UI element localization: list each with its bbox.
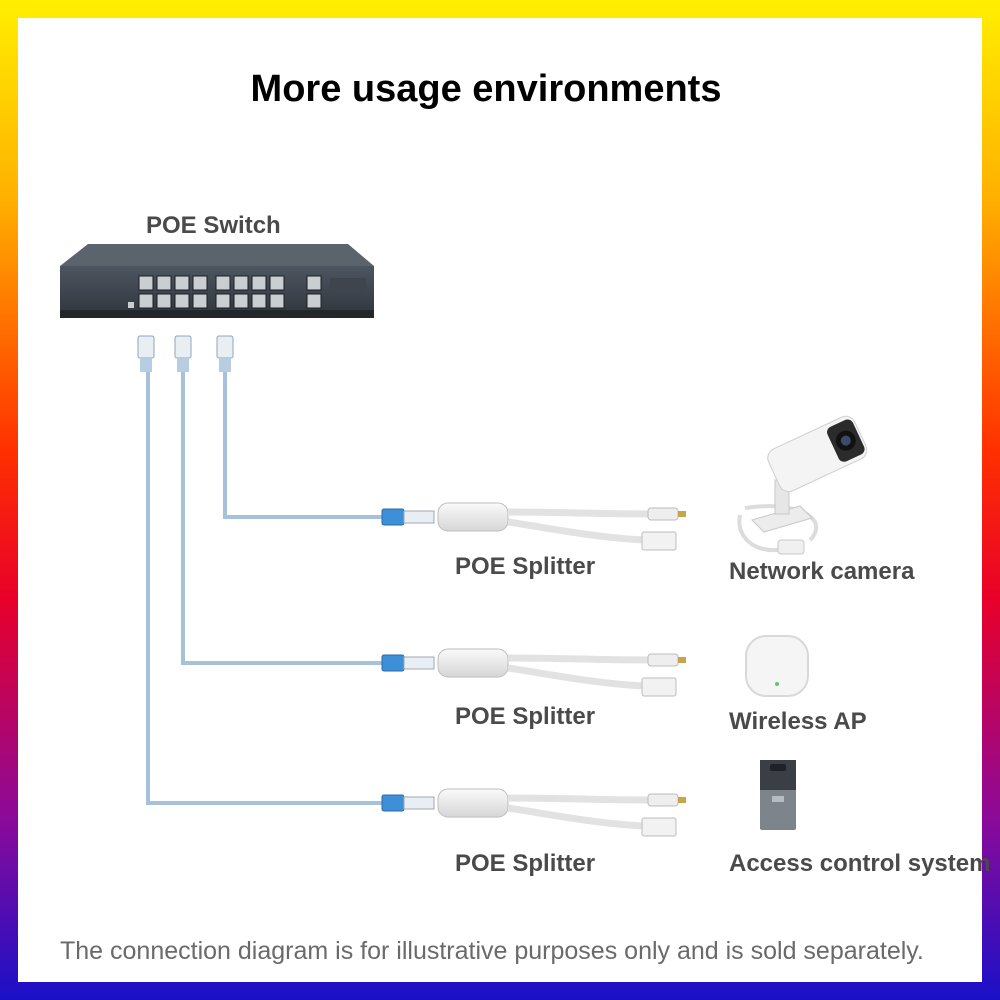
white-panel (18, 18, 982, 982)
splitter-label-2: POE Splitter (455, 703, 596, 730)
device-label-wireless-ap: Wireless AP (729, 708, 867, 735)
cable-1 (223, 370, 390, 519)
cable-3 (146, 370, 390, 805)
page-title: More usage environments (250, 68, 722, 110)
rj45-connector-icon (137, 335, 234, 372)
device-label-access-control: Access control system (729, 850, 991, 877)
switch-label: POE Switch (146, 212, 281, 239)
access-control-icon (760, 760, 796, 830)
cables (146, 370, 390, 805)
cable-2 (181, 370, 390, 665)
poe-splitter-icon (381, 502, 686, 551)
disclaimer-footnote: The connection diagram is for illustrati… (60, 937, 924, 965)
device-label-network-camera: Network camera (729, 558, 915, 585)
poe-splitter-icon (381, 788, 686, 837)
poe-switch-icon (60, 244, 374, 318)
splitter-label-1: POE Splitter (455, 553, 596, 580)
splitter-label-3: POE Splitter (455, 850, 596, 877)
network-camera-icon (737, 415, 868, 555)
wireless-ap-icon (745, 635, 809, 697)
poe-splitter-icon (381, 648, 686, 697)
